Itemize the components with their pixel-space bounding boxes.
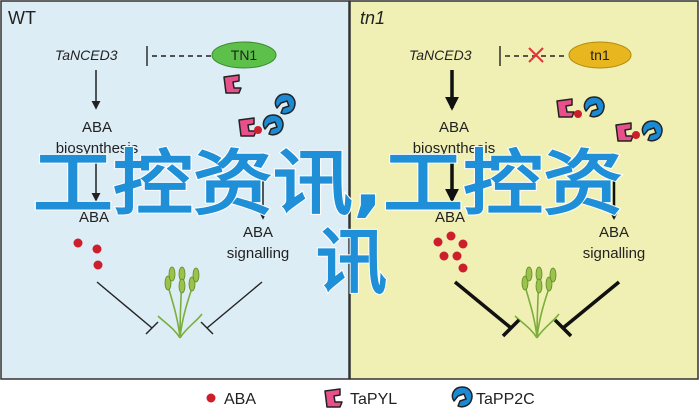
- tn1-aba-molecule: [439, 251, 449, 261]
- wt-signalling-line2: signalling: [227, 245, 290, 262]
- wt-tn1-protein: [211, 41, 277, 69]
- tn1-inhibition-left-bar: [501, 318, 521, 338]
- tn1-aba-molecule: [458, 239, 468, 249]
- tn1-inhibition-right-bar: [553, 318, 573, 338]
- tn1-biosynthesis-line1: ABA: [439, 119, 469, 136]
- tn1-aba-molecule: [433, 237, 443, 247]
- legend-tapyl-icon: [324, 388, 343, 408]
- tn1-aba-molecule: [452, 251, 462, 261]
- legend-tapp2c-icon: [451, 386, 473, 408]
- tn1-biosynthesis-line2: biosynthesis: [413, 140, 496, 157]
- wt-tn1-protein-label: TN1: [231, 47, 258, 63]
- tn1-aba-molecule: [446, 231, 456, 241]
- tn1-inhibition-right: [561, 280, 621, 330]
- tn1-aba-molecule: [632, 131, 640, 139]
- wt-inhibition-right-bar: [200, 321, 214, 335]
- legend-aba-icon: [206, 393, 216, 403]
- wt-gene-label: TaNCED3: [55, 47, 118, 63]
- wt-inhibition-left: [96, 281, 153, 329]
- wt-biosynthesis-line1: ABA: [82, 119, 112, 136]
- watermark-line1: 工控资讯,工控资: [33, 142, 623, 225]
- wt-aba-molecule: [93, 260, 103, 270]
- tn1-mutant-protein: [568, 41, 632, 69]
- wt-inhibition-left-bar: [145, 321, 159, 335]
- tn1-cross-mark: [528, 47, 544, 63]
- wt-aba-label: ABA: [79, 209, 109, 226]
- wt-aba-molecule: [73, 238, 83, 248]
- wt-inhibition-right: [206, 281, 263, 329]
- tn1-gene-label: TaNCED3: [409, 47, 472, 63]
- legend-tapp2c-label: TaPP2C: [476, 391, 535, 408]
- tn1-panel-background: [349, 0, 699, 380]
- tn1-aba-molecule: [574, 110, 582, 118]
- tn1-mutant-protein-label: tn1: [590, 47, 610, 63]
- wt-signalling-line1: ABA: [243, 224, 273, 241]
- wt-biosynthesis-line2: biosynthesis: [56, 140, 139, 157]
- wt-aba-molecule: [254, 126, 262, 134]
- tn1-signalling-line1: ABA: [599, 224, 629, 241]
- legend-tapyl-label: TaPYL: [350, 391, 397, 408]
- watermark-line2: 讯: [316, 221, 387, 304]
- wt-panel-background: [0, 0, 350, 380]
- tn1-aba-molecule: [458, 263, 468, 273]
- tn1-inhibition-left: [453, 280, 513, 330]
- tn1-aba-label: ABA: [435, 209, 465, 226]
- tn1-panel-title: tn1: [360, 8, 385, 28]
- legend-aba-label: ABA: [224, 391, 256, 408]
- wt-aba-molecule: [92, 244, 102, 254]
- wt-panel-title: WT: [8, 8, 36, 28]
- tn1-signalling-line2: signalling: [583, 245, 646, 262]
